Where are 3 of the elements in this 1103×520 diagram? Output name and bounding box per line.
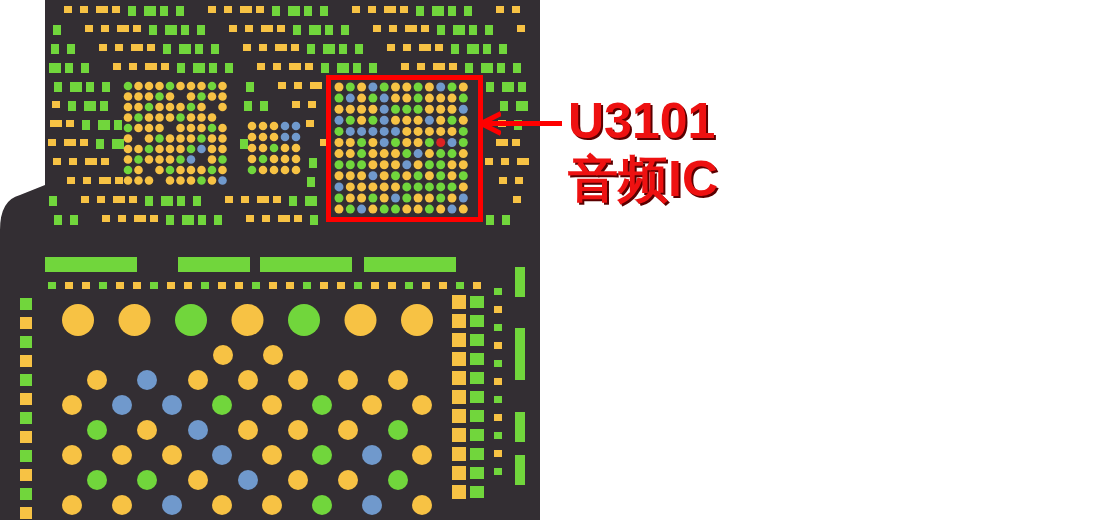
component-label: 音频IC xyxy=(568,150,718,208)
component-label: U3101 xyxy=(568,92,716,150)
chip-highlight-frame xyxy=(326,75,483,222)
